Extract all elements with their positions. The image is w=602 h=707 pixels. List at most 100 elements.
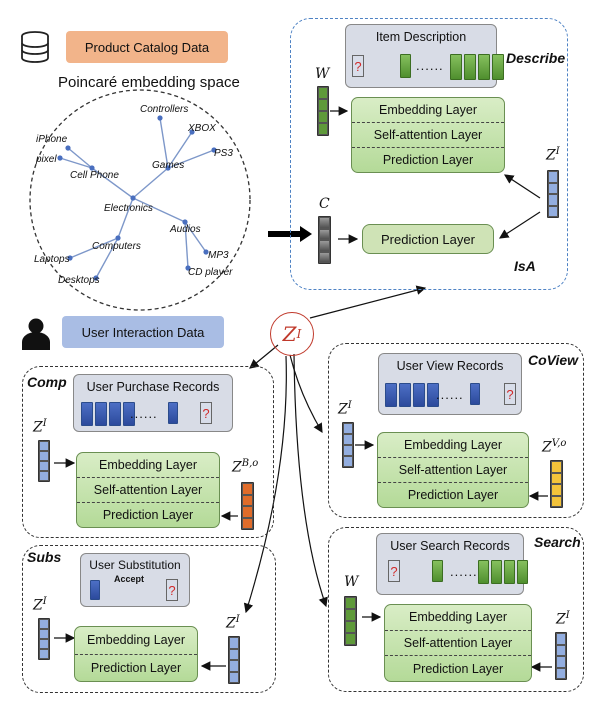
hierarchy-nodes bbox=[57, 115, 217, 281]
masked-word: ? bbox=[352, 55, 364, 77]
word-token bbox=[400, 54, 411, 78]
embedding-layer: Embedding Layer bbox=[404, 438, 502, 452]
embedding-layer: Embedding Layer bbox=[87, 633, 185, 648]
hierarchy-labels: iPhone pixel Cell Phone Controllers XBOX… bbox=[34, 104, 233, 286]
search-ellipsis: ...... bbox=[450, 564, 478, 579]
svg-text:MP3: MP3 bbox=[208, 250, 229, 261]
search-zi-vector bbox=[555, 632, 567, 680]
subs-transformer-stack: Embedding Layer Prediction Layer bbox=[74, 626, 198, 682]
subs-title: Subs bbox=[27, 549, 62, 565]
w-vector bbox=[317, 86, 329, 136]
coview-zi-vector bbox=[342, 422, 354, 468]
item-description-label: Item Description bbox=[375, 30, 467, 44]
user-interaction-tag: User Interaction Data bbox=[62, 316, 224, 348]
comp-title: Comp bbox=[27, 374, 67, 390]
svg-text:Desktops: Desktops bbox=[58, 275, 100, 286]
search-records-label: User Search Records bbox=[390, 539, 510, 553]
ellipsis: ...... bbox=[416, 58, 444, 73]
isa-prediction-layer: Prediction Layer bbox=[362, 224, 494, 254]
subs-zi-left-vector bbox=[38, 618, 50, 660]
comp-ellipsis: ...... bbox=[130, 406, 158, 421]
describe-zi-symbol: ZI bbox=[546, 146, 560, 164]
isa-title: IsA bbox=[514, 258, 536, 274]
zvo-symbol: ZV,o bbox=[542, 438, 567, 456]
svg-text:Audios: Audios bbox=[169, 224, 201, 235]
prediction-layer: Prediction Layer bbox=[75, 653, 197, 682]
view-records-label: User View Records bbox=[396, 359, 504, 373]
self-attention-layer: Self-attention Layer bbox=[378, 457, 528, 482]
svg-text:Controllers: Controllers bbox=[140, 104, 188, 115]
describe-transformer-stack: Embedding Layer Self-attention Layer Pre… bbox=[351, 97, 505, 173]
product-catalog-tag: Product Catalog Data bbox=[66, 31, 228, 63]
coview-panel bbox=[328, 343, 584, 518]
search-zi-symbol: ZI bbox=[556, 610, 570, 628]
next-view-masked: ? bbox=[504, 383, 516, 405]
comp-zi-symbol: ZI bbox=[33, 418, 47, 436]
query-token bbox=[432, 560, 443, 582]
substitute-masked: ? bbox=[166, 579, 178, 601]
subs-zi-left-symbol: ZI bbox=[33, 596, 47, 614]
substitution-label: User Substitution bbox=[89, 558, 181, 572]
embedding-layer: Embedding Layer bbox=[379, 103, 477, 117]
zvo-vector bbox=[550, 460, 563, 508]
subs-zi-right-symbol: ZI bbox=[226, 614, 240, 632]
svg-text:Laptops: Laptops bbox=[34, 254, 70, 265]
coview-title: CoView bbox=[528, 352, 579, 368]
coview-zi-symbol: ZI bbox=[338, 400, 352, 418]
hierarchy-edges bbox=[59, 117, 215, 279]
view-sequence bbox=[385, 383, 439, 407]
describe-zi-vector bbox=[547, 170, 559, 218]
source-item bbox=[90, 580, 100, 600]
search-w-symbol: W bbox=[344, 574, 359, 590]
embedding-layer: Embedding Layer bbox=[99, 458, 197, 472]
svg-text:Cell Phone: Cell Phone bbox=[70, 170, 119, 181]
prediction-layer: Prediction Layer bbox=[385, 655, 531, 681]
search-transformer-stack: Embedding Layer Self-attention Layer Pre… bbox=[384, 604, 532, 682]
svg-text:pixel: pixel bbox=[35, 154, 57, 165]
subs-panel bbox=[22, 545, 276, 693]
query-sequence bbox=[478, 560, 528, 584]
svg-text:iPhone: iPhone bbox=[36, 134, 68, 145]
c-symbol: C bbox=[319, 196, 330, 212]
subs-zi-right-vector bbox=[228, 636, 240, 684]
search-panel bbox=[328, 527, 584, 692]
search-w-vector bbox=[344, 596, 357, 646]
purchase-sequence bbox=[81, 402, 135, 426]
self-attention-layer: Self-attention Layer bbox=[385, 629, 531, 656]
prediction-layer: Prediction Layer bbox=[352, 147, 504, 172]
last-view bbox=[470, 383, 480, 405]
describe-title: Describe bbox=[506, 50, 566, 66]
w-symbol: W bbox=[315, 66, 330, 82]
describe-isa-panel bbox=[290, 18, 568, 290]
comp-panel bbox=[22, 366, 274, 538]
svg-text:Electronics: Electronics bbox=[104, 203, 153, 214]
coview-transformer-stack: Embedding Layer Self-attention Layer Pre… bbox=[377, 432, 529, 508]
coview-ellipsis: ...... bbox=[436, 387, 464, 402]
prediction-layer: Prediction Layer bbox=[378, 482, 528, 507]
prediction-layer: Prediction Layer bbox=[77, 502, 219, 527]
masked-query-word: ? bbox=[388, 560, 400, 582]
c-vector bbox=[318, 216, 331, 264]
svg-text:Games: Games bbox=[152, 160, 184, 171]
comp-transformer-stack: Embedding Layer Self-attention Layer Pre… bbox=[76, 452, 220, 528]
zbo-symbol: ZB,o bbox=[232, 458, 259, 476]
user-icon bbox=[22, 318, 50, 350]
svg-text:XBOX: XBOX bbox=[187, 123, 216, 134]
svg-text:PS3: PS3 bbox=[214, 148, 233, 159]
svg-text:Computers: Computers bbox=[92, 241, 141, 252]
accept-label: Accept bbox=[114, 574, 145, 584]
word-sequence bbox=[450, 54, 504, 80]
search-title: Search bbox=[534, 534, 581, 550]
database-icon bbox=[21, 31, 49, 63]
poincare-disc bbox=[29, 89, 251, 311]
self-attention-layer: Self-attention Layer bbox=[352, 122, 504, 147]
embedding-layer: Embedding Layer bbox=[409, 610, 507, 625]
comp-zi-vector bbox=[38, 440, 50, 482]
last-purchase bbox=[168, 402, 178, 424]
zbo-vector bbox=[241, 482, 254, 530]
poincare-title: Poincaré embedding space bbox=[58, 74, 240, 91]
svg-text:CD player: CD player bbox=[188, 267, 233, 278]
purchase-records-label: User Purchase Records bbox=[86, 380, 220, 394]
